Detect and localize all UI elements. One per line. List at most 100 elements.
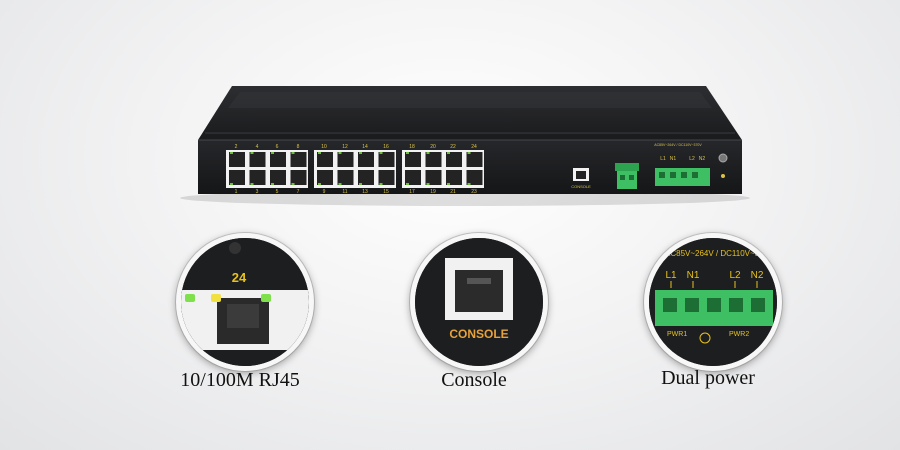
zoom-terminal-label: N1 xyxy=(687,270,700,281)
zoom-power: AC85V~264V / DC110V~3 L1 N1 L2 N2 PWR1 P… xyxy=(644,233,782,371)
rj45-port xyxy=(358,170,374,185)
rj45-port xyxy=(466,152,483,167)
port-number: 2 xyxy=(235,144,238,150)
zoom-terminal-label: N2 xyxy=(751,270,764,281)
port-led xyxy=(467,152,471,154)
power-terminal xyxy=(655,168,710,186)
port-led xyxy=(318,152,321,154)
terminal-label: L1 xyxy=(660,156,666,162)
rj45-port xyxy=(405,170,421,185)
zoom-port-number: 24 xyxy=(232,270,247,285)
caption-console: Console xyxy=(441,369,507,391)
port-number: 6 xyxy=(276,144,279,150)
port-led xyxy=(250,183,254,185)
port-led xyxy=(338,152,342,154)
port-led xyxy=(271,183,274,185)
zoom-power-spec: AC85V~264V / DC110V~3 xyxy=(665,249,760,258)
port-led xyxy=(318,183,321,185)
port-number: 21 xyxy=(450,189,456,195)
link-led xyxy=(185,294,195,302)
port-led xyxy=(359,152,362,154)
rj45-port xyxy=(317,152,333,167)
rj45-port xyxy=(378,170,395,185)
port-number: 14 xyxy=(362,144,368,150)
rj45-port xyxy=(425,170,442,185)
port-led xyxy=(467,183,471,185)
caption-rj45: 10/100M RJ45 xyxy=(180,369,300,391)
terminal-label: N1 xyxy=(670,156,677,162)
rj45-port xyxy=(317,170,333,185)
port-led xyxy=(291,152,295,154)
port-number: 1 xyxy=(235,189,238,195)
port-number: 24 xyxy=(471,144,477,150)
port-led xyxy=(447,152,450,154)
port-led xyxy=(250,152,254,154)
power-spec-label: AC85V~264V / DC110V~370V xyxy=(654,143,702,147)
rj45-port xyxy=(378,152,395,167)
port-number: 20 xyxy=(430,144,436,150)
port-number: 19 xyxy=(430,189,436,195)
port-led xyxy=(406,183,409,185)
rj45-port xyxy=(270,170,286,185)
rj45-port xyxy=(249,152,266,167)
port-number: 16 xyxy=(383,144,389,150)
alarm-terminal xyxy=(615,163,639,189)
port-number: 11 xyxy=(342,189,347,195)
zoom-console: CONSOLE xyxy=(410,233,548,371)
port-number: 15 xyxy=(383,189,389,195)
port-number: 7 xyxy=(297,189,300,195)
zoom-console-label: CONSOLE xyxy=(449,327,508,341)
port-led xyxy=(230,152,233,154)
terminal-label: N2 xyxy=(699,156,706,162)
rj45-port xyxy=(466,170,483,185)
port-number: 9 xyxy=(323,189,326,195)
rj45-port xyxy=(337,170,354,185)
link-led xyxy=(261,294,271,302)
rj45-port xyxy=(229,170,245,185)
port-number: 22 xyxy=(450,144,456,150)
port-number: 13 xyxy=(362,189,368,195)
port-number: 3 xyxy=(256,189,259,195)
port-number: 23 xyxy=(471,189,477,195)
port-led xyxy=(338,183,342,185)
zoom-power-terminal xyxy=(655,290,773,326)
zoom-rj45: 24 xyxy=(176,233,314,371)
terminal-label: L2 xyxy=(689,156,695,162)
rj45-port xyxy=(358,152,374,167)
console-port-label: CONSOLE xyxy=(571,184,591,189)
rj45-port xyxy=(290,170,307,185)
rj45-port xyxy=(446,170,462,185)
console-port: CONSOLE xyxy=(571,168,591,189)
rj45-port xyxy=(405,152,421,167)
rj45-port xyxy=(337,152,354,167)
pwr-label: PWR1 xyxy=(667,331,687,338)
port-led xyxy=(426,183,430,185)
port-led xyxy=(291,183,295,185)
rj45-port xyxy=(229,152,245,167)
rj45-port xyxy=(290,152,307,167)
port-number: 17 xyxy=(409,189,415,195)
activity-led xyxy=(211,294,221,302)
rj45-port xyxy=(425,152,442,167)
port-led xyxy=(359,183,362,185)
port-led xyxy=(406,152,409,154)
port-led xyxy=(447,183,450,185)
port-number: 4 xyxy=(256,144,259,150)
port-led xyxy=(271,152,274,154)
switch-device: 2 4 6 8 10 12 14 16 18 20 22 24 1 3 5 7 … xyxy=(180,86,750,206)
pwr-label: PWR2 xyxy=(729,331,749,338)
rj45-port xyxy=(249,170,266,185)
port-led xyxy=(379,152,383,154)
port-number: 18 xyxy=(409,144,415,150)
port-number: 8 xyxy=(297,144,300,150)
ground-screw-icon xyxy=(718,153,728,163)
rj45-port xyxy=(446,152,462,167)
rj45-port xyxy=(270,152,286,167)
port-number: 5 xyxy=(276,189,279,195)
port-number: 12 xyxy=(342,144,348,150)
port-led xyxy=(379,183,383,185)
zoom-terminal-label: L2 xyxy=(729,270,741,281)
port-led xyxy=(426,152,430,154)
zoom-terminal-label: L1 xyxy=(665,270,677,281)
port-led xyxy=(230,183,233,185)
